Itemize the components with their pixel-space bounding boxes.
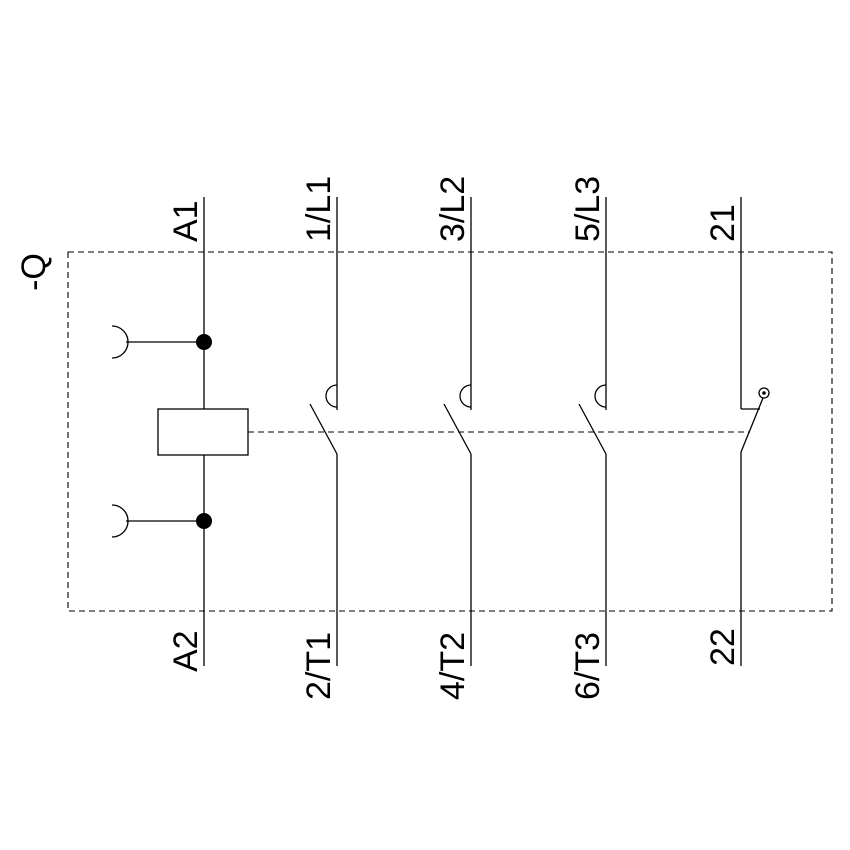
socket-icon-bottom [111, 504, 129, 538]
terminal-label-bottom: 2/T1 [300, 632, 338, 700]
terminal-label-top: 5/L3 [569, 176, 607, 242]
contact-blade [740, 397, 764, 453]
aux-contact-nc: 21 22 [704, 197, 770, 666]
contact-blade [309, 403, 338, 455]
contact-pivot-dot [762, 391, 766, 395]
terminal-label-top: 3/L2 [434, 176, 472, 242]
socket-icon-top [111, 325, 129, 359]
main-contact-3: 5/L3 6/T3 [569, 176, 607, 700]
contact-arc-icon [594, 384, 607, 408]
main-contact-2: 3/L2 4/T2 [434, 176, 472, 700]
terminal-label-a2: A2 [167, 630, 205, 672]
terminal-label-bottom: 4/T2 [434, 632, 472, 700]
device-enclosure [67, 251, 833, 612]
contact-arc-icon [325, 384, 338, 408]
terminal-label-21: 21 [704, 204, 742, 242]
device-label: -Q [15, 253, 53, 291]
terminal-label-22: 22 [704, 628, 742, 666]
terminal-label-top: 1/L1 [300, 176, 338, 242]
coil-group: A1 A2 [111, 197, 249, 672]
contact-blade [443, 403, 472, 455]
contact-pivot-icon [758, 387, 770, 399]
main-contact-1: 1/L1 2/T1 [300, 176, 338, 700]
terminal-label-bottom: 6/T3 [569, 632, 607, 700]
terminal-label-a1: A1 [167, 200, 205, 242]
contact-blade [578, 403, 607, 455]
contact-arc-icon [459, 384, 472, 408]
coil-symbol [157, 408, 249, 456]
